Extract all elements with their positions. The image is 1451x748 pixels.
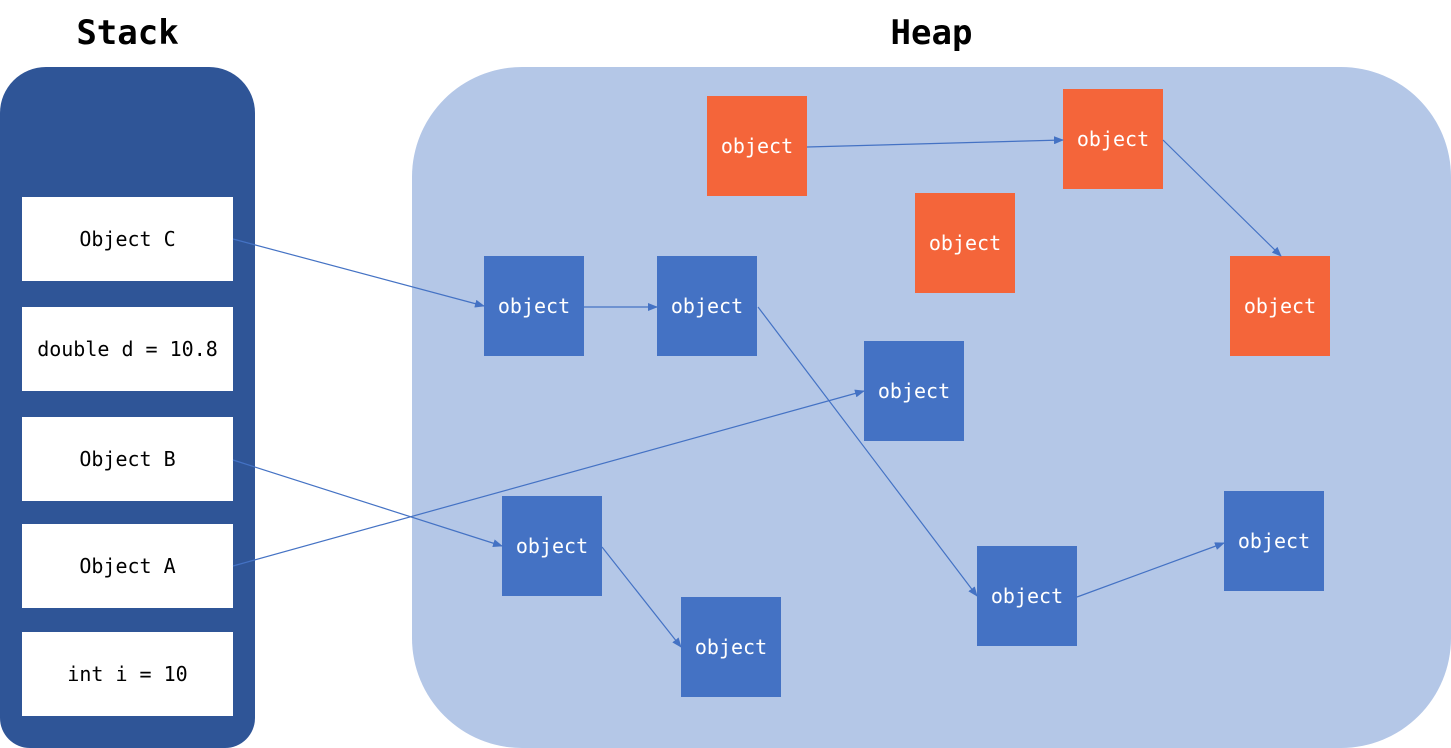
heap-object-reachable: object [1224, 491, 1324, 591]
heap-object-reachable: object [864, 341, 964, 441]
heap-object-reachable: object [681, 597, 781, 697]
heap-object-reachable: object [484, 256, 584, 356]
stack-slot-object-a: Object A [22, 524, 233, 608]
heap-object-garbage: object [1230, 256, 1330, 356]
heap-title: Heap [890, 13, 973, 53]
stack-slot-int-i: int i = 10 [22, 632, 233, 716]
stack-slot-double-d: double d = 10.8 [22, 307, 233, 391]
heap-object-garbage: object [915, 193, 1015, 293]
stack-slot-object-c: Object C [22, 197, 233, 281]
heap-object-garbage: object [707, 96, 807, 196]
stack-title: Stack [76, 13, 179, 53]
heap-object-reachable: object [502, 496, 602, 596]
stack-slot-object-b: Object B [22, 417, 233, 501]
heap-object-reachable: object [977, 546, 1077, 646]
heap-object-garbage: object [1063, 89, 1163, 189]
heap-object-reachable: object [657, 256, 757, 356]
